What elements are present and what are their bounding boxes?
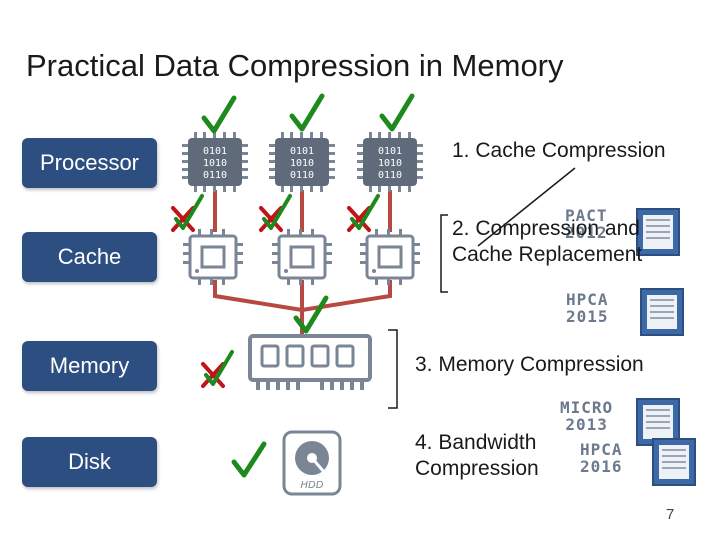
disk-button[interactable]: Disk bbox=[22, 437, 157, 487]
interconnect-wires bbox=[213, 190, 392, 336]
item-compression-replacement: 2. Compression and Cache Replacement bbox=[452, 216, 642, 269]
cross-check-icon bbox=[171, 194, 204, 232]
chip-bits-2: 1010 bbox=[290, 158, 314, 169]
processor-chip-icon: 0101 1010 0110 bbox=[182, 132, 248, 192]
bracket-cache bbox=[440, 214, 448, 293]
item-bandwidth-compression: 4. Bandwidth Compression bbox=[415, 430, 539, 483]
check-icon bbox=[231, 441, 267, 478]
cache-button[interactable]: Cache bbox=[22, 232, 157, 282]
item-cache-compression: 1. Cache Compression bbox=[452, 139, 666, 162]
check-icon bbox=[289, 93, 325, 132]
cross-check-icon bbox=[347, 194, 380, 232]
item-bandwidth-compression-line2: Compression bbox=[415, 457, 539, 481]
venue-micro-year: 2013 bbox=[565, 414, 608, 434]
processor-button[interactable]: Processor bbox=[22, 138, 157, 188]
venue-hpca: HPCA 2015 bbox=[566, 290, 609, 326]
hdd-label: HDD bbox=[301, 480, 324, 491]
item-compression-replacement-line2: Cache Replacement bbox=[452, 243, 643, 267]
chip-bits-3: 0110 bbox=[290, 170, 314, 181]
processor-chip-icon: 0101 1010 0110 bbox=[357, 132, 423, 192]
hdd-icon: HDD bbox=[282, 430, 342, 496]
venue-hpca2-year: 2016 bbox=[580, 456, 623, 476]
venue-pact: PACT 2012 bbox=[565, 206, 608, 242]
bracket-memory bbox=[388, 329, 398, 409]
memory-button[interactable]: Memory bbox=[22, 341, 157, 391]
cross-check-icon bbox=[201, 350, 234, 388]
check-icon bbox=[293, 295, 329, 334]
paper-icon bbox=[636, 208, 680, 256]
venue-hpca-2016: HPCA 2016 bbox=[580, 440, 623, 476]
chip-bits-1: 0101 bbox=[290, 146, 314, 157]
item-bandwidth-compression-line1: 4. Bandwidth bbox=[415, 431, 537, 454]
paper-icon bbox=[652, 438, 696, 486]
processor-chip-icon: 0101 1010 0110 bbox=[269, 132, 335, 192]
slide-title: Practical Data Compression in Memory bbox=[26, 48, 564, 83]
cache-chip-icon bbox=[272, 229, 332, 285]
venue-pact-name: PACT bbox=[565, 206, 608, 225]
item-connector-line bbox=[477, 167, 576, 247]
memory-module-icon bbox=[248, 334, 372, 390]
slide-number: 7 bbox=[666, 506, 675, 523]
chip-bits-2: 1010 bbox=[203, 158, 227, 169]
venue-hpca-name: HPCA bbox=[566, 290, 609, 309]
cross-check-icon bbox=[259, 194, 292, 232]
check-icon bbox=[201, 95, 237, 134]
cache-chip-icon bbox=[183, 229, 243, 285]
chip-bits-1: 0101 bbox=[378, 146, 402, 157]
venue-micro: MICRO 2013 bbox=[560, 398, 614, 434]
chip-bits-2: 1010 bbox=[378, 158, 402, 169]
item-memory-compression: 3. Memory Compression bbox=[415, 353, 644, 376]
venue-pact-year: 2012 bbox=[565, 222, 608, 242]
check-icon bbox=[379, 93, 415, 132]
item-compression-replacement-line1: 2. Compression and bbox=[452, 217, 640, 240]
venue-hpca-year: 2015 bbox=[566, 306, 609, 326]
chip-bits-1: 0101 bbox=[203, 146, 227, 157]
cache-chip-icon bbox=[360, 229, 420, 285]
paper-icon bbox=[640, 288, 684, 336]
chip-bits-3: 0110 bbox=[203, 170, 227, 181]
venue-hpca2-name: HPCA bbox=[580, 440, 623, 459]
venue-micro-name: MICRO bbox=[560, 398, 614, 417]
chip-bits-3: 0110 bbox=[378, 170, 402, 181]
